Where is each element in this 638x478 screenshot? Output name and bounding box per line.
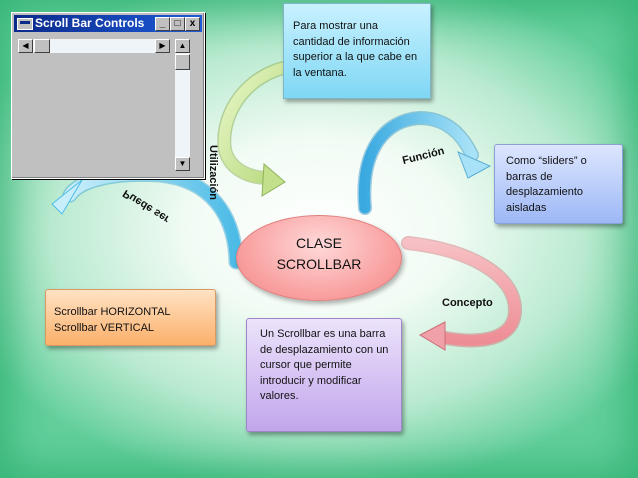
window-client-area: ◀ ▶ ▲ ▼ [15,35,201,175]
text-line: cantidad de información [293,35,410,48]
box-puede-ser-text: Scrollbar HORIZONTAL Scrollbar VERTICAL [54,305,214,336]
box-concepto-text: Un Scrollbar es una barra de desplazamie… [260,327,398,405]
box-puede-ser: Scrollbar HORIZONTAL Scrollbar VERTICAL [45,289,216,346]
center-line-2: SCROLLBAR [276,256,362,272]
text-line: aisladas [506,201,547,214]
text-line: Un Scrollbar es una barra [260,328,386,340]
text-line: superior a la que cabe en [293,51,418,63]
text-line: la ventana. [293,66,347,79]
scroll-left-arrow-icon[interactable]: ◀ [18,39,33,53]
text-line: valores. [260,390,299,402]
center-line-1: CLASE [296,235,342,251]
text-line: Scrollbar VERTICAL [54,321,155,334]
label-utilizacion: Utilización [207,145,219,201]
scroll-up-arrow-icon[interactable]: ▲ [175,39,190,53]
close-button[interactable]: x [185,17,200,31]
maximize-button[interactable]: □ [170,17,185,31]
arrowhead-utilizacion [261,162,286,197]
text-line: introducir y modificar [260,374,362,387]
arrowhead-puede-ser [51,179,83,215]
minimize-button[interactable]: _ [155,17,170,31]
text-line: cursor que permite [260,359,352,371]
horizontal-scroll-thumb[interactable] [34,39,50,53]
text-line: desplazamiento [506,186,584,198]
center-node-clase-scrollbar: CLASE SCROLLBAR [236,215,402,301]
arrowhead-funcion [457,151,492,179]
scroll-right-arrow-icon[interactable]: ▶ [155,39,170,53]
center-node-text: CLASE SCROLLBAR [237,233,401,275]
horizontal-scrollbar[interactable]: ◀ ▶ [18,39,170,53]
text-line: barras de [506,170,553,183]
window-title: Scroll Bar Controls [35,16,145,30]
text-line: de desplazamiento con un [260,343,389,356]
box-funcion-text: Como “sliders” o barras de desplazamient… [506,154,616,216]
vertical-scroll-thumb[interactable] [175,54,190,70]
window-system-icon[interactable] [17,18,33,30]
box-utilizacion: Para mostrar una cantidad de información… [283,3,431,99]
arrowhead-concepto [418,321,446,351]
window-title-bar[interactable]: Scroll Bar Controls _ □ x [14,15,202,32]
text-line: Como “sliders” o [506,155,587,167]
scroll-down-arrow-icon[interactable]: ▼ [175,157,190,171]
scroll-bar-controls-window: Scroll Bar Controls _ □ x ◀ ▶ ▲ ▼ [11,12,205,179]
box-concepto: Un Scrollbar es una barra de desplazamie… [246,318,402,432]
text-line: Para mostrar una [293,20,378,32]
box-utilizacion-text: Para mostrar una cantidad de información… [293,19,425,81]
text-line: Scrollbar HORIZONTAL [54,306,171,318]
label-concepto: Concepto [442,297,493,309]
vertical-scrollbar[interactable]: ▲ ▼ [175,39,190,171]
box-funcion: Como “sliders” o barras de desplazamient… [494,144,623,224]
